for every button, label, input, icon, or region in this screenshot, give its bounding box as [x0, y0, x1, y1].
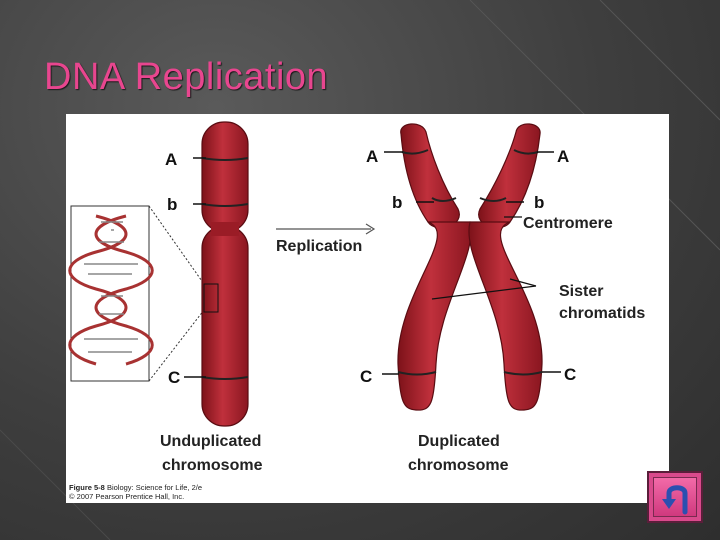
dna-inset [70, 206, 153, 381]
duplicated-chromosome [382, 124, 561, 410]
unduplicated-chromosome [184, 122, 248, 426]
label-c-dup-right: C [564, 365, 576, 384]
label-a-dup-left: A [366, 147, 378, 166]
chromosome-diagram: A b C Replication A A b b Centromere Sis… [66, 114, 669, 503]
label-unduplicated-chromosome: chromosome [162, 457, 263, 474]
label-a-dup-right: A [557, 147, 569, 166]
label-unduplicated: Unduplicated [160, 433, 261, 450]
credit-figure: Figure 5-8 [69, 483, 105, 492]
credit-book: Biology: Science for Life, 2/e [107, 483, 202, 492]
zoom-line-top [149, 206, 204, 284]
figure-credit: Figure 5-8 Biology: Science for Life, 2/… [69, 483, 202, 501]
label-b-dup-right: b [534, 193, 544, 212]
label-centromere: Centromere [523, 215, 613, 232]
label-b-dup-left: b [392, 193, 402, 212]
credit-copyright: © 2007 Pearson Prentice Hall, Inc. [69, 492, 202, 501]
label-c-dup-left: C [360, 367, 372, 386]
return-button-face[interactable] [653, 477, 697, 517]
label-duplicated-chromosome: chromosome [408, 457, 509, 474]
label-replication: Replication [276, 238, 362, 255]
return-button[interactable] [647, 471, 703, 523]
figure-panel: A b C Replication A A b b Centromere Sis… [66, 114, 669, 503]
label-a-left: A [165, 150, 177, 169]
replication-arrow-icon [276, 224, 374, 234]
label-sister: Sister [559, 283, 603, 300]
label-duplicated: Duplicated [418, 433, 500, 450]
u-turn-arrow-icon [654, 478, 700, 520]
slide-title: DNA Replication [44, 56, 328, 99]
label-b-left: b [167, 195, 177, 214]
label-chromatids: chromatids [559, 305, 645, 322]
label-c-left: C [168, 368, 180, 387]
